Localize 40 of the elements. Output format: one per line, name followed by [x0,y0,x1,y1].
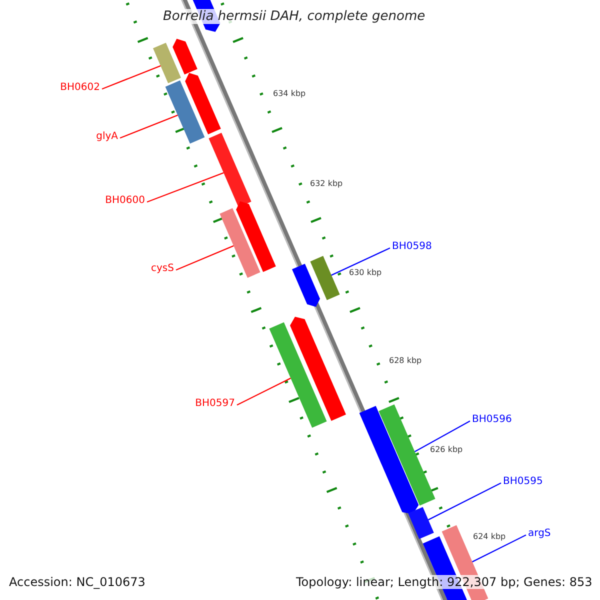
gene-feature [359,406,419,514]
info-text: Topology: linear; Length: 922,307 bp; Genes: 853 [296,575,592,589]
gene-feature [208,132,252,208]
gene-feature [153,42,181,84]
scale-label: 634 kbp [273,89,306,98]
gene-label: BH0598 [392,241,432,253]
gene-label: glyA [96,131,118,143]
gene-label: BH0597 [195,398,235,410]
gene-feature [172,38,198,74]
gene-feature [408,507,434,539]
gene-label: argS [528,528,551,540]
scale-label: 630 kbp [349,268,382,277]
gene-label: BH0602 [60,82,100,94]
leader-line [428,482,502,520]
leader-line [102,65,161,90]
gene-label: BH0595 [503,476,543,488]
gene-feature [310,256,340,300]
leader-line [176,245,234,271]
info-text: Accession: NC_010673 [9,575,146,589]
scale-label: 628 kbp [389,356,422,365]
gene-feature [290,316,346,421]
leader-line [120,114,178,139]
gene-feature [269,322,327,428]
scale-label: 624 kbp [473,532,506,541]
leader-line [236,378,291,406]
gene-feature [185,72,221,134]
map-title: Borrelia hermsii DAH, complete genome [163,9,426,24]
leader-line [472,534,526,562]
gene-feature [220,208,260,278]
gene-label: BH0596 [472,414,512,426]
leader-line [146,172,224,203]
scale-label: 626 kbp [430,445,463,454]
leader-line [331,247,390,276]
gene-feature [292,264,320,307]
scale-label: 632 kbp [310,179,343,188]
leader-line [414,420,470,452]
gene-feature [165,80,205,144]
gene-label: cysS [151,263,174,275]
gene-label: BH0600 [105,195,145,207]
gene-feature [236,201,276,272]
